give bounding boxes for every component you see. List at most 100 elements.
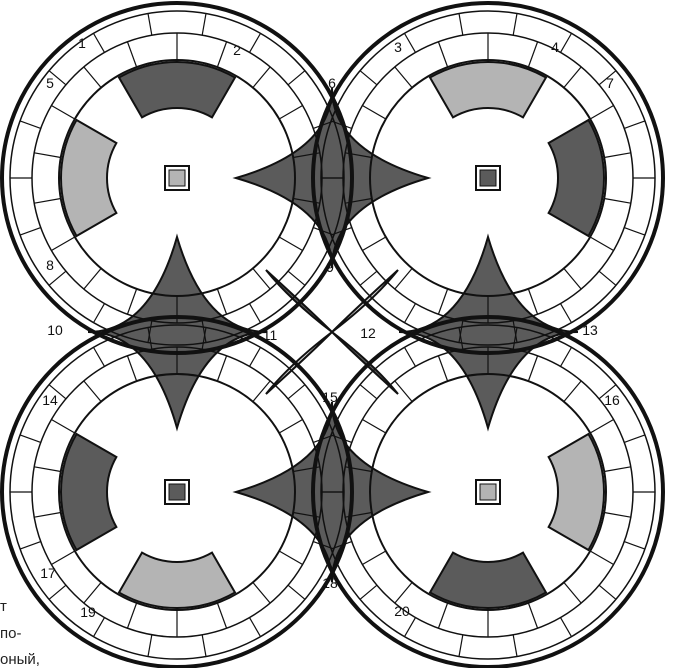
ring-3-segment — [217, 603, 226, 628]
ring-2-segment — [564, 67, 581, 88]
ring-3-segment — [20, 435, 41, 443]
ring-1-segment — [250, 304, 261, 323]
ring-1-segment — [51, 237, 74, 251]
ring-3-segment — [94, 618, 105, 637]
piece-number-10: 10 — [47, 322, 63, 338]
ring-2-segment — [624, 121, 645, 129]
arc-top-left-left — [61, 120, 116, 236]
square-2 — [480, 170, 496, 186]
ring-4-segment — [604, 512, 631, 517]
ring-2-segment — [459, 14, 463, 36]
ring-3-segment — [51, 420, 74, 434]
piece-number-8: 8 — [46, 257, 54, 273]
ring-4-segment — [360, 385, 377, 399]
ring-2-segment — [513, 14, 517, 36]
ring-1-segment — [20, 228, 41, 236]
ring-4-segment — [561, 347, 572, 366]
piece-number-11: 11 — [263, 327, 278, 343]
piece-number-1: 1 — [78, 35, 86, 51]
ring-4-segment — [564, 381, 581, 402]
ring-2-segment — [604, 198, 631, 203]
ring-3-segment — [288, 585, 305, 599]
arc-top-right-top — [430, 62, 546, 117]
ring-4-segment — [624, 435, 645, 443]
ring-1-segment — [148, 14, 152, 36]
ring-3-segment — [51, 551, 74, 565]
ring-3-segment — [288, 385, 305, 399]
arc-top-left-top — [119, 62, 235, 117]
margin-text-3: оный, — [0, 651, 40, 668]
ring-2-segment — [395, 67, 412, 88]
ring-4-segment — [599, 585, 616, 599]
ring-3-segment — [279, 551, 302, 565]
ring-4-segment — [528, 356, 537, 381]
arc-bottom-left-bottom — [119, 553, 235, 608]
piece-number-17: 17 — [40, 565, 56, 581]
piece-number-7: 7 — [606, 75, 614, 91]
ring-1-segment — [84, 67, 101, 88]
ring-2-segment — [599, 271, 616, 285]
ring-1-segment — [127, 289, 136, 314]
ring-1-segment — [250, 33, 261, 52]
ring-2-segment — [360, 71, 377, 85]
ring-3-segment — [49, 585, 66, 599]
ring-1-segment — [34, 198, 61, 203]
piece-number-20: 20 — [394, 603, 410, 619]
ring-2-segment — [362, 237, 385, 251]
piece-number-14: 14 — [42, 392, 58, 408]
square-3 — [169, 484, 185, 500]
square-1 — [169, 170, 185, 186]
quilt-fills — [61, 62, 604, 608]
margin-text-2: по- — [0, 625, 21, 642]
ring-1-segment — [20, 121, 41, 129]
ring-4-segment — [459, 635, 463, 657]
ring-4-segment — [590, 551, 613, 565]
ring-3-segment — [217, 356, 226, 381]
ring-4-segment — [362, 420, 385, 434]
ring-1-segment — [94, 304, 105, 323]
piece-number-13: 13 — [582, 322, 598, 338]
ring-4-segment — [362, 551, 385, 565]
ring-2-segment — [528, 42, 537, 67]
piece-number-16: 16 — [604, 392, 620, 408]
ring-2-segment — [528, 289, 537, 314]
ring-2-segment — [360, 271, 377, 285]
ring-3-segment — [253, 582, 270, 603]
ring-4-segment — [438, 356, 447, 381]
ring-3-segment — [202, 635, 206, 657]
piece-number-6: 6 — [328, 75, 336, 91]
ring-4-segment — [604, 467, 631, 472]
ring-2-segment — [590, 106, 613, 120]
arc-top-right-right — [549, 120, 604, 236]
ring-3-segment — [84, 381, 101, 402]
ring-3-segment — [148, 635, 152, 657]
ring-4-segment — [564, 582, 581, 603]
ring-3-segment — [127, 356, 136, 381]
ring-2-segment — [405, 304, 416, 323]
ring-3-segment — [127, 603, 136, 628]
arc-bottom-left-left — [61, 434, 116, 550]
ring-3-segment — [34, 467, 61, 472]
ring-1-segment — [279, 106, 302, 120]
ring-2-segment — [405, 33, 416, 52]
ring-1-segment — [279, 237, 302, 251]
ring-2-segment — [604, 153, 631, 158]
square-4 — [480, 484, 496, 500]
ring-1-segment — [288, 271, 305, 285]
ring-4-segment — [360, 585, 377, 599]
ring-3-segment — [250, 618, 261, 637]
ring-4-segment — [624, 542, 645, 550]
ring-1-segment — [202, 14, 206, 36]
ring-4-segment — [405, 618, 416, 637]
ring-2-segment — [362, 106, 385, 120]
ring-2-segment — [624, 228, 645, 236]
ring-3-segment — [250, 347, 261, 366]
ring-1-segment — [84, 268, 101, 289]
piece-number-12: 12 — [360, 325, 376, 341]
ring-4-segment — [528, 603, 537, 628]
piece-number-5: 5 — [46, 75, 54, 91]
ring-1-segment — [34, 153, 61, 158]
ring-2-segment — [438, 289, 447, 314]
ring-3-segment — [279, 420, 302, 434]
